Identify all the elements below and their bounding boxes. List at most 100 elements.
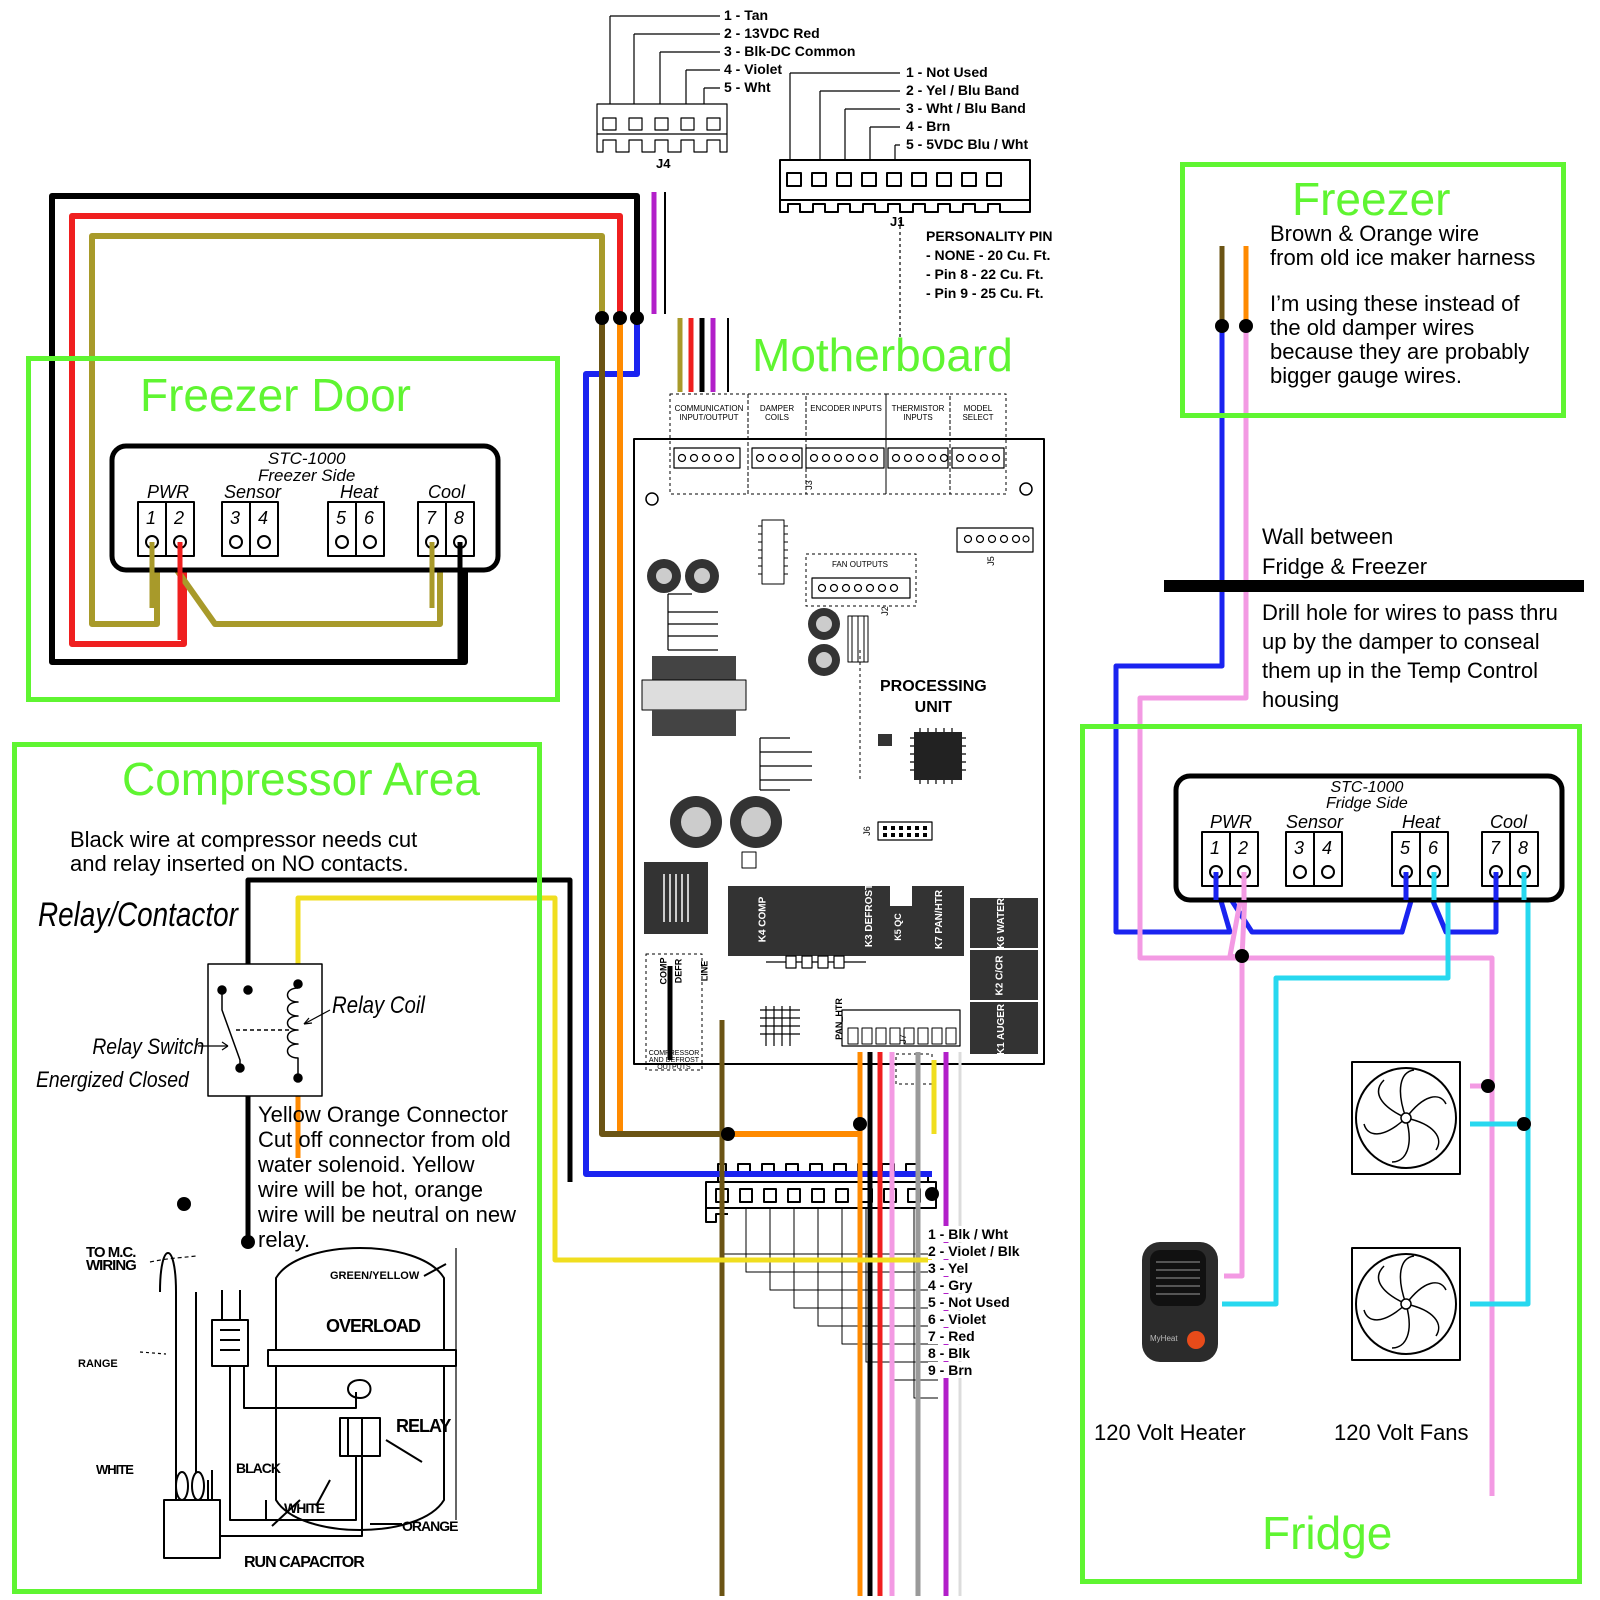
sketch-label: BLACK: [236, 1460, 281, 1476]
stc-terminal-number: 6: [1428, 838, 1439, 858]
board-header-label: ENCODER INPUTS: [810, 404, 882, 413]
fan-outputs-label: FAN OUTPUTS: [831, 560, 888, 569]
j1-pin-label: 2 - Yel / Blu Band: [906, 82, 1020, 98]
relay-switch-label: Relay Switch Energized Closed: [36, 1034, 205, 1092]
j1-name: J1: [890, 214, 905, 229]
heater-icon: [1142, 1242, 1218, 1362]
freezer-title: Freezer: [1292, 173, 1451, 225]
board-header-label: MODEL SELECT: [962, 404, 994, 422]
board-bottom-label: COMPRESSOR AND DEFROST OUTPUTS: [648, 1050, 700, 1071]
j7-pin-label: 1 - Blk / Wht: [928, 1226, 1009, 1242]
heater-brand: MyHeat: [1150, 1334, 1178, 1343]
stc-group-label: PWR: [1210, 812, 1252, 832]
relay-label: K3 DEFROST: [864, 883, 876, 948]
freezer-door-title: Freezer Door: [140, 369, 411, 421]
personality-title: PERSONALITY PIN: [926, 228, 1053, 244]
sketch-label: WHITE: [96, 1462, 134, 1477]
j7-pin-label: 2 - Violet / Blk: [928, 1243, 1020, 1259]
sketch-label: RUN CAPACITOR: [244, 1554, 365, 1571]
board-header-label: COMMUNICATION INPUT/OUTPUT: [674, 404, 744, 422]
relay-arrows: [198, 1009, 331, 1051]
j1-pin-label: 3 - Wht / Blu Band: [906, 100, 1026, 116]
relay-contactor: [207, 963, 323, 1097]
personality-option: - NONE - 20 Cu. Ft.: [926, 247, 1051, 263]
sketch-label: WHITE: [284, 1500, 325, 1516]
relay-label: K4 COMP: [757, 896, 769, 943]
board-connector-label: J6: [861, 826, 872, 836]
j7-pin-label: 6 - Violet: [928, 1311, 987, 1327]
board-connector-label: J3: [803, 480, 814, 490]
j4-pin-label: 4 - Violet: [724, 61, 783, 77]
board-bottom-label: DEFR: [673, 958, 684, 984]
board-bottom-label: COMP: [658, 957, 669, 985]
stc-group-label: Sensor: [224, 482, 282, 502]
j7-pin-label: 9 - Brn: [928, 1362, 973, 1378]
relay-label: K2 C/CR: [994, 955, 1006, 996]
stc-terminal-number: 8: [454, 508, 465, 528]
fan-icon: [1351, 1247, 1461, 1361]
sketch-label: RANGE: [78, 1358, 118, 1370]
freezer-door-wires: [49, 193, 932, 1177]
personality-option: - Pin 9 - 25 Cu. Ft.: [926, 285, 1044, 301]
wall-note: Wall between Fridge & Freezer: [1262, 524, 1428, 579]
j4-pin-label: 2 - 13VDC Red: [724, 25, 820, 41]
motherboard-title: Motherboard: [752, 329, 1013, 381]
fan-icon: [1351, 1061, 1461, 1175]
stc-terminal-number: 4: [258, 508, 269, 528]
j7-pin-leaders: [721, 1208, 938, 1399]
stc-freezer-title: STC-1000 Freezer Side: [258, 449, 356, 485]
stc-terminal-number: 3: [230, 508, 241, 528]
j4-connector: [596, 15, 728, 153]
sketch-label: RELAY: [396, 1416, 451, 1436]
relay-label: K6 WATER: [995, 898, 1007, 949]
heater-label: 120 Volt Heater: [1094, 1420, 1246, 1445]
board-connector-label: J5: [985, 556, 996, 566]
stc-terminal-number: 3: [1294, 838, 1305, 858]
stc-terminal-number: 5: [1400, 838, 1411, 858]
stc-terminal-number: 6: [364, 508, 375, 528]
j4-pin-label: 5 - Wht: [724, 79, 771, 95]
board-bottom-wires: [667, 966, 962, 1596]
j7-pin-label: 4 - Gry: [928, 1277, 973, 1293]
sketch-label: OVERLOAD: [326, 1316, 421, 1336]
stc-terminal-number: 2: [1238, 838, 1249, 858]
fridge-section: [1080, 724, 1582, 1584]
j7-pin-label: 5 - Not Used: [928, 1294, 1010, 1310]
stc-terminal-number: 8: [1518, 838, 1529, 858]
yellow-orange-note: Yellow Orange Connector Cut off connecto…: [258, 1102, 517, 1252]
stc-group-label: Heat: [1402, 812, 1441, 832]
stc-terminal-number: 7: [426, 508, 437, 528]
compressor-area-title: Compressor Area: [122, 753, 480, 805]
stc-terminal-number: 1: [146, 508, 157, 528]
relay-title: Relay/Contactor: [38, 896, 238, 934]
fridge-title: Fridge: [1262, 1507, 1393, 1559]
j1-pin-label: 5 - 5VDC Blu / Wht: [906, 136, 1029, 152]
stc-group-label: PWR: [147, 482, 189, 502]
sketch-label: TO M.C. WIRING: [86, 1244, 137, 1274]
relay-coil-label: Relay Coil: [332, 992, 425, 1019]
stc1000-freezer: [109, 443, 501, 573]
motherboard-pcb: [633, 393, 1045, 1085]
freezer-section: [1180, 162, 1566, 418]
sketch-label: ORANGE: [402, 1518, 458, 1534]
j7-pin-label: 8 - Blk: [928, 1345, 971, 1361]
board-connector-label: J7: [897, 1034, 908, 1044]
stc1000-fridge: [1173, 773, 1565, 903]
relay-label: K5 QC: [892, 913, 903, 941]
j4-pin-label: 3 - Blk-DC Common: [724, 43, 856, 59]
stc-terminal-number: 5: [336, 508, 347, 528]
stc-terminal-number: 7: [1490, 838, 1501, 858]
stc-group-label: Heat: [340, 482, 379, 502]
stc-terminal-number: 1: [1210, 838, 1221, 858]
stc-group-label: Cool: [428, 482, 466, 502]
relay-label: K7 PAN/HTR: [934, 889, 946, 950]
stc-group-label: Cool: [1490, 812, 1528, 832]
j7-pin-label: 7 - Red: [928, 1328, 975, 1344]
stc-group-label: Sensor: [1286, 812, 1344, 832]
fans-label: 120 Volt Fans: [1334, 1420, 1469, 1445]
j4-pin-label: 1 - Tan: [724, 7, 769, 23]
board-bottom-label: PAN_HTR: [833, 998, 844, 1040]
board-header-label: THERMISTOR INPUTS: [891, 404, 945, 422]
j1-pin-label: 4 - Brn: [906, 118, 951, 134]
